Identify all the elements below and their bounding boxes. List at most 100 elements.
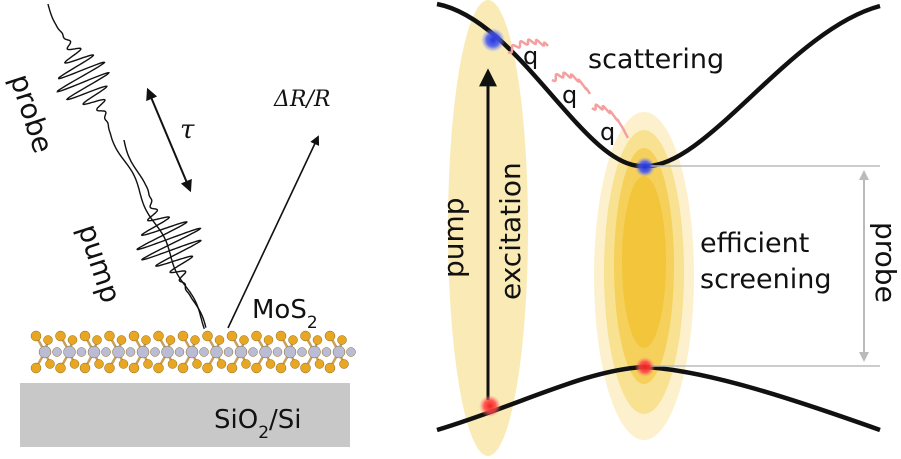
molybdenum-atom [272, 347, 283, 357]
sulfur-atom [128, 362, 140, 374]
sulfur-atom [312, 335, 323, 345]
reflectivity-label: ΔR/R [273, 87, 330, 112]
molybdenum-atom [259, 345, 272, 359]
pump-arrow-label: pump [437, 197, 470, 278]
sulfur-atom [263, 335, 274, 345]
sulfur-atom [324, 362, 336, 374]
screening-glow-core [622, 176, 666, 348]
probe-pulse-label: probe [3, 70, 59, 157]
sulfur-atom [67, 335, 78, 345]
molybdenum-atom [332, 345, 346, 359]
sulfur-atom [165, 335, 176, 345]
molybdenum-atom [185, 345, 199, 359]
molybdenum-atom [308, 345, 321, 359]
sulfur-atom [239, 335, 249, 345]
sulfur-atom [202, 362, 213, 374]
sulfur-atom [128, 330, 140, 342]
delay-arrow [146, 87, 192, 193]
sulfur-atom [241, 359, 251, 369]
sulfur-atom [30, 330, 42, 342]
hole-relaxed-dot [635, 357, 655, 377]
scattering-label: scattering [588, 44, 724, 75]
sulfur-atom [69, 359, 80, 369]
probe-gap-label: probe [869, 222, 901, 303]
sulfur-atom [143, 359, 153, 369]
molybdenum-atom [76, 347, 87, 357]
sulfur-atom [79, 362, 91, 374]
screening-label-line2: screening [700, 264, 832, 295]
pump-pulse-waveform [123, 139, 207, 328]
sulfur-atom [265, 359, 276, 369]
sulfur-atom [94, 359, 104, 369]
molybdenum-atom [223, 347, 234, 357]
sulfur-atom [275, 362, 287, 374]
sulfur-atom [79, 330, 91, 342]
sulfur-atom [300, 330, 311, 342]
molybdenum-atom [136, 345, 150, 359]
molybdenum-atom [346, 347, 356, 357]
molybdenum-atom [38, 345, 52, 359]
sulfur-atom [275, 330, 287, 342]
hole-initial-dot [479, 395, 501, 417]
sulfur-atom [216, 359, 227, 369]
molybdenum-atom [210, 345, 223, 359]
electron-relaxed-dot [635, 157, 655, 177]
mos2-lattice [30, 330, 356, 374]
molybdenum-atom [234, 345, 248, 359]
substrate-block [20, 383, 350, 447]
sulfur-atom [202, 330, 213, 342]
pump-pulse-label: pump [71, 220, 127, 307]
sulfur-atom [45, 359, 55, 369]
phonon-emission-2 [551, 71, 592, 95]
molybdenum-atom [87, 345, 101, 359]
molybdenum-atom [161, 345, 174, 359]
phonon-emission-1 [507, 38, 549, 55]
sulfur-atom [190, 335, 200, 345]
left-panel: SiO2/Si MoS2 probe pump τ ΔR/R [3, 3, 356, 447]
sulfur-atom [290, 359, 300, 369]
sulfur-atom [300, 362, 311, 374]
mos2-label: MoS2 [252, 295, 318, 333]
delay-label: τ [180, 115, 195, 145]
sulfur-atom [153, 330, 164, 342]
molybdenum-atom [283, 345, 297, 359]
phonon-label-3: q [600, 118, 615, 146]
sulfur-atom [104, 362, 115, 374]
reflected-beam-arrow [227, 135, 320, 329]
sulfur-atom [226, 330, 238, 342]
sulfur-atom [337, 335, 347, 345]
excitation-arrow-label: excitation [494, 162, 527, 300]
sulfur-atom [43, 335, 53, 345]
molybdenum-atom [248, 347, 258, 357]
phonon-emission-3 [591, 103, 630, 139]
sulfur-atom [167, 359, 178, 369]
probe-pulse-waveform [47, 3, 205, 329]
sulfur-atom [251, 362, 262, 374]
phonon-label-2: q [562, 81, 577, 109]
sulfur-atom [55, 362, 66, 374]
sulfur-atom [92, 335, 102, 345]
molybdenum-atom [101, 347, 111, 357]
molybdenum-atom [52, 347, 62, 357]
phonon-label-1: q [523, 42, 538, 70]
sulfur-atom [116, 335, 127, 345]
sulfur-atom [118, 359, 129, 369]
sulfur-atom [55, 330, 66, 342]
sulfur-atom [288, 335, 298, 345]
sulfur-atom [251, 330, 262, 342]
screening-label-line1: efficient [700, 228, 809, 259]
molybdenum-atom [63, 345, 76, 359]
sulfur-atom [226, 362, 238, 374]
molybdenum-atom [125, 347, 136, 357]
sulfur-atom [214, 335, 225, 345]
substrate-label: SiO2/Si [214, 405, 302, 443]
sulfur-atom [177, 330, 189, 342]
sulfur-atom [339, 359, 349, 369]
electron-initial-dot [481, 28, 505, 52]
sulfur-atom [104, 330, 115, 342]
molybdenum-atom [112, 345, 125, 359]
sulfur-atom [177, 362, 189, 374]
sulfur-atom [141, 335, 151, 345]
molybdenum-atom [199, 347, 209, 357]
